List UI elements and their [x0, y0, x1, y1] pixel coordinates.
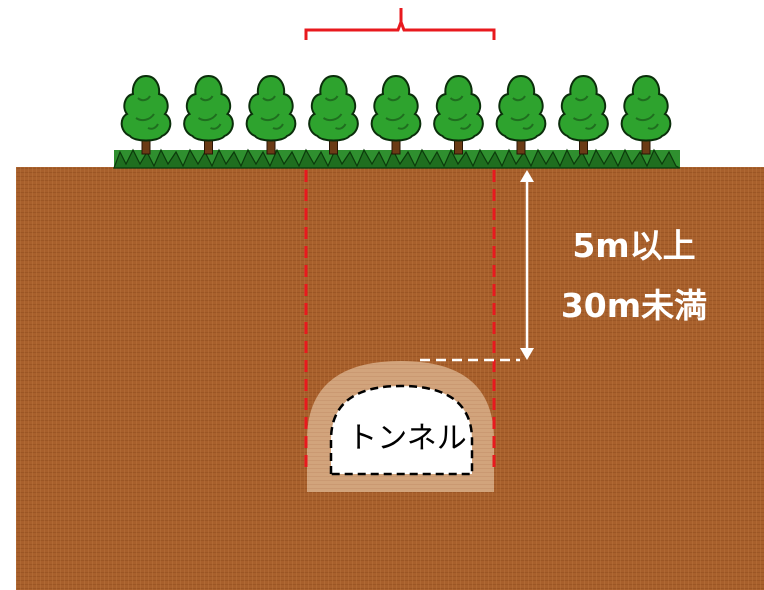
tree-icon [120, 74, 172, 155]
tree-icon [183, 74, 234, 155]
tree-icon [308, 74, 359, 155]
tree-icon [370, 74, 422, 155]
depth-range-min-label: 5m以上 [572, 226, 696, 265]
tree-icon [620, 74, 672, 155]
tree-icon [558, 74, 609, 155]
tree-icon [495, 74, 547, 155]
tunnel-opening [329, 384, 474, 476]
tunnel-label: トンネル [347, 421, 467, 456]
tree-icon [433, 74, 484, 155]
depth-range-max-label: 30m未満 [560, 286, 708, 325]
depth-arrow [520, 170, 534, 360]
tree-row [120, 74, 672, 155]
grass-strip [113, 148, 681, 169]
tree-icon [245, 74, 297, 155]
zone-width-bracket [304, 8, 496, 40]
